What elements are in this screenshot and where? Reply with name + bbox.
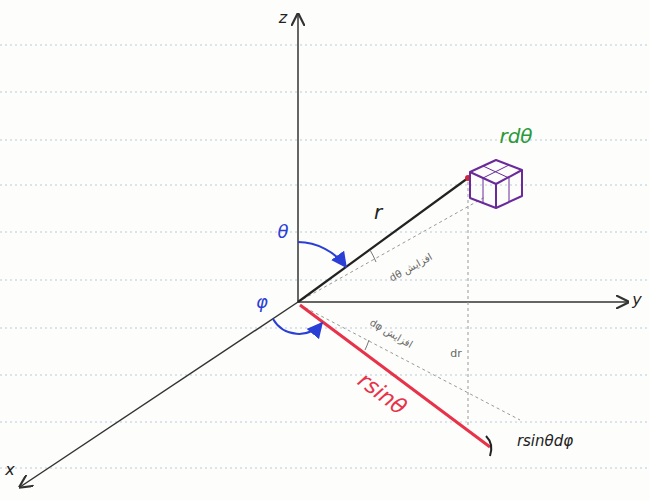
angle-label: θ	[277, 221, 288, 242]
increment-note-box: افزایش dθ	[386, 248, 435, 285]
phi-arc	[273, 319, 322, 334]
arc-length-label: rsinθdφ	[517, 432, 573, 450]
radius-label: r	[374, 200, 382, 224]
axis-label: y	[632, 290, 641, 309]
cube-outline	[470, 160, 522, 208]
ruled-line	[0, 45, 650, 46]
radius-label-box: r	[374, 202, 382, 222]
projection-red	[300, 305, 490, 447]
ruled-line	[0, 422, 650, 423]
angle-label: φ	[256, 291, 268, 312]
angle-label-box: θ	[277, 223, 288, 241]
ruled-line	[0, 92, 650, 93]
arc-length-label-box: rdθ	[499, 126, 532, 146]
projection-label: rsinθ	[353, 367, 411, 419]
x-axis	[20, 302, 298, 487]
axis-label-box: z	[279, 10, 287, 26]
increment-note: افزایش dφ	[368, 317, 415, 350]
axis-label: z	[279, 8, 287, 27]
ruled-line	[0, 185, 650, 186]
increment-radial	[298, 197, 485, 302]
angle-label-box: φ	[256, 293, 268, 311]
dphi-arc	[365, 340, 369, 350]
ruled-line	[0, 140, 650, 141]
arc-length-label-box: rsinθdφ	[517, 433, 573, 449]
axis-label-box: y	[632, 292, 641, 308]
y-axis	[298, 301, 628, 303]
axis-label-box: x	[5, 462, 14, 478]
ruled-line	[0, 232, 650, 233]
radius-line	[298, 178, 468, 302]
ruled-line	[0, 375, 650, 376]
projection-label-box: rsinθ	[354, 369, 410, 419]
cube-inner	[483, 165, 509, 204]
cube-edges	[470, 170, 522, 208]
increment-note: dr	[450, 347, 462, 360]
ruled-line	[0, 328, 650, 329]
ruled-lines	[0, 45, 650, 468]
arc-length-label: rdθ	[499, 124, 532, 148]
axis-label: x	[5, 460, 14, 479]
increment-note: افزایش dθ	[387, 251, 433, 283]
dtheta-arc	[370, 250, 376, 262]
ruled-line	[0, 280, 650, 281]
theta-arc	[298, 242, 346, 267]
volume-cube	[470, 160, 522, 208]
increment-projection	[300, 305, 520, 420]
arc-tick	[486, 436, 491, 456]
projection-line	[468, 182, 469, 428]
ruled-line	[0, 468, 650, 469]
increment-note-box: dr	[450, 344, 462, 360]
increment-note-box: افزایش dφ	[367, 313, 416, 351]
z-axis	[297, 14, 299, 302]
